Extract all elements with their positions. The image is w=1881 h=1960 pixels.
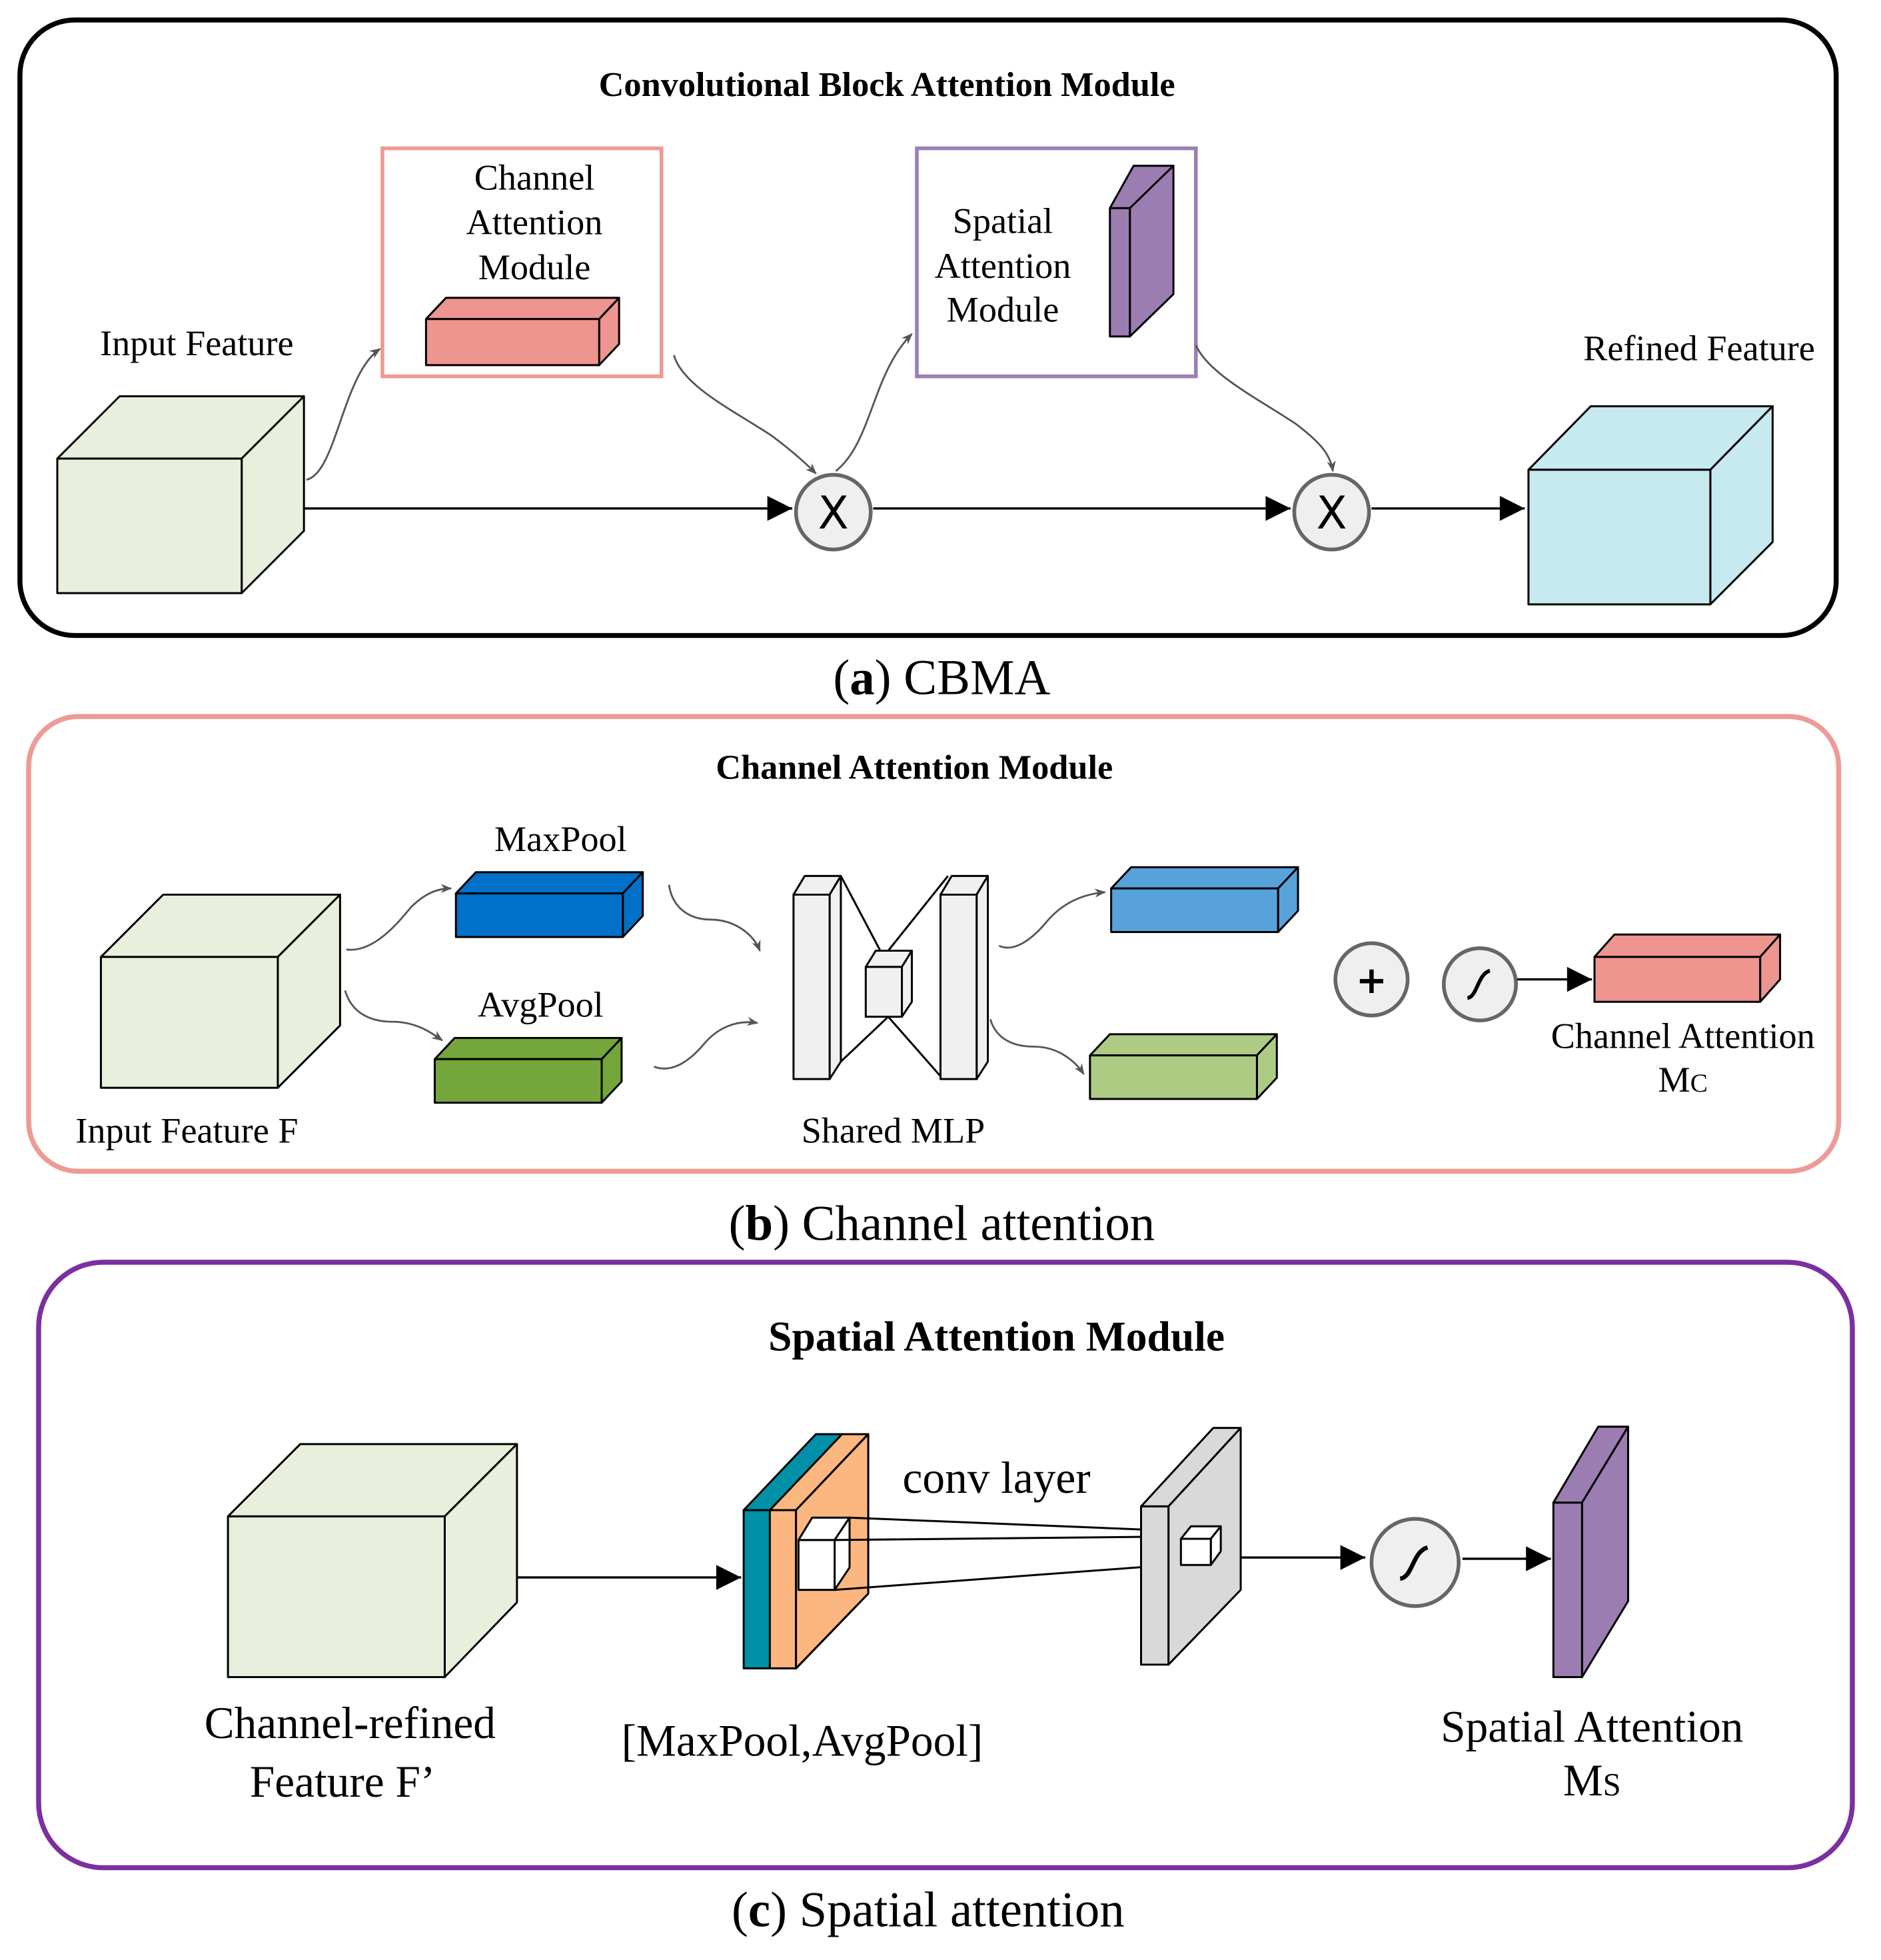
curve-mlp-to-max-output bbox=[998, 888, 1106, 949]
conv-kernel-cube bbox=[797, 1516, 851, 1591]
panel-spatial-border bbox=[36, 1260, 1855, 1871]
panel-spatial-caption: (c) Spatial attention bbox=[732, 1882, 1125, 1937]
panel-cbam: Convolutional Block Attention Module Inp… bbox=[17, 17, 1839, 705]
sigmoid-icon bbox=[1467, 968, 1491, 1000]
panel-channel-title: Channel Attention Module bbox=[716, 748, 1113, 787]
panel-spatial-attention: Spatial Attention Module Channel-refined… bbox=[36, 1260, 1855, 1937]
panel-spatial-title: Spatial Attention Module bbox=[768, 1313, 1225, 1360]
panel-cbam-title: Convolutional Block Attention Module bbox=[599, 65, 1175, 104]
sigmoid-operator-b bbox=[1441, 946, 1519, 1023]
conv-output-plane bbox=[1139, 1427, 1242, 1666]
curve-spatial-to-mult2 bbox=[1195, 345, 1336, 473]
mlp-output-max-block bbox=[1110, 866, 1299, 934]
curve-input-to-maxpool bbox=[346, 884, 452, 951]
channel-attention-mc-label-1: Channel Attention bbox=[1551, 1016, 1815, 1056]
panel-cbam-caption: (a) CBMA bbox=[833, 650, 1050, 705]
panel-channel-caption: (b) Channel attention bbox=[729, 1196, 1155, 1251]
channel-module-label-3: Module bbox=[478, 247, 591, 287]
curve-maxpool-to-mlp bbox=[668, 884, 761, 952]
panel-channel-attention: Channel Attention Module Input Feature F… bbox=[26, 714, 1842, 1251]
spatial-attention-ms-block bbox=[1552, 1426, 1629, 1679]
spatial-attention-block-a bbox=[1109, 165, 1175, 338]
channel-attention-block-a bbox=[424, 297, 620, 367]
pooled-feature-maps bbox=[742, 1433, 870, 1669]
curve-channel-to-mult1 bbox=[673, 355, 817, 475]
channel-module-label-2: Attention bbox=[466, 203, 603, 243]
curve-avgpool-to-mlp bbox=[653, 1016, 759, 1070]
input-feature-label: Input Feature bbox=[100, 323, 293, 363]
avgpool-block bbox=[433, 1036, 623, 1104]
input-feature-f-label: Input Feature F bbox=[75, 1110, 298, 1150]
input-feature-f-cube bbox=[99, 893, 341, 1089]
add-operator: + bbox=[1333, 941, 1410, 1018]
conv-output-cell bbox=[1179, 1525, 1222, 1566]
shared-mlp-label: Shared MLP bbox=[802, 1110, 985, 1150]
spatial-module-label-1: Spatial bbox=[953, 201, 1053, 241]
refined-feature-label: Refined Feature bbox=[1583, 328, 1815, 368]
spatial-module-label-3: Module bbox=[947, 289, 1059, 329]
conv-layer-label: conv layer bbox=[903, 1453, 1091, 1503]
add-symbol: + bbox=[1356, 959, 1387, 1002]
multiply-operator-2: X bbox=[1292, 473, 1371, 552]
input-feature-cube bbox=[56, 395, 305, 594]
curve-mlp-to-avg-output bbox=[989, 1018, 1085, 1076]
curve-input-to-channel bbox=[306, 348, 381, 481]
curve-input-to-avgpool bbox=[344, 990, 444, 1042]
curve-mult1-to-spatial bbox=[835, 333, 913, 472]
spatial-attention-ms-label-1: Spatial Attention bbox=[1441, 1702, 1743, 1752]
channel-refined-label-1: Channel-refined bbox=[205, 1698, 496, 1748]
channel-attention-mc-block bbox=[1593, 933, 1782, 1003]
sigmoid-operator-c bbox=[1369, 1517, 1461, 1608]
pool-concat-label: [MaxPool,AvgPool] bbox=[622, 1715, 983, 1765]
shared-mlp bbox=[792, 874, 989, 1080]
channel-module-label-1: Channel bbox=[474, 157, 595, 197]
spatial-attention-ms-label-2: MS bbox=[1563, 1755, 1621, 1805]
multiply-operator-1: X bbox=[794, 473, 873, 552]
channel-refined-label-2: Feature F’ bbox=[250, 1757, 435, 1807]
spatial-module-label-2: Attention bbox=[935, 246, 1071, 286]
multiply-symbol-2: X bbox=[1316, 487, 1347, 539]
avgpool-label: AvgPool bbox=[478, 985, 604, 1025]
mlp-output-avg-block bbox=[1089, 1033, 1278, 1100]
conv-projection-line-mid bbox=[834, 1535, 1196, 1541]
sigmoid-icon-c bbox=[1399, 1545, 1429, 1581]
refined-feature-cube bbox=[1527, 405, 1774, 606]
maxpool-block bbox=[454, 871, 644, 938]
multiply-symbol-1: X bbox=[818, 487, 849, 539]
channel-attention-mc-label-2: MC bbox=[1658, 1060, 1708, 1100]
channel-refined-feature-cube bbox=[227, 1443, 518, 1679]
maxpool-label: MaxPool bbox=[494, 819, 627, 859]
